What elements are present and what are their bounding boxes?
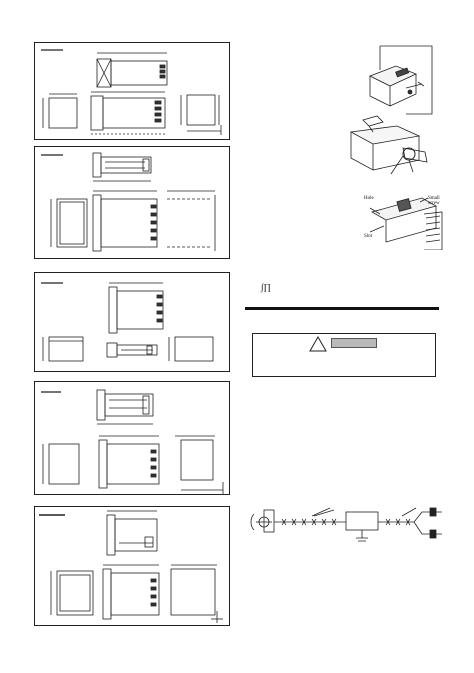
small-screw-label-line-1: Small xyxy=(428,196,440,201)
dimension-panel-4 xyxy=(34,381,230,495)
installation-photo-1 xyxy=(369,45,433,115)
section-icon-text: ∫∏ xyxy=(261,282,271,292)
warning-triangle-icon xyxy=(309,336,327,352)
section-divider xyxy=(245,307,439,310)
dimension-drawing-1 xyxy=(41,49,222,135)
installation-photo-2 xyxy=(349,115,428,175)
warning-box xyxy=(252,333,436,377)
dimension-panel-2 xyxy=(34,146,230,259)
dimension-panel-5 xyxy=(34,506,230,626)
small-screw-label-line-2: screw xyxy=(428,201,440,206)
screw-mounting-illustration xyxy=(369,197,443,251)
dimension-drawing-3 xyxy=(41,282,214,362)
dimension-panel-1 xyxy=(34,42,230,140)
wiring-diagram xyxy=(250,507,442,542)
dimension-drawing-4 xyxy=(41,389,224,494)
dimension-drawing-2 xyxy=(41,152,216,252)
dimension-panel-3 xyxy=(34,272,230,372)
slot-label: Slot xyxy=(364,234,373,239)
installation-photo-3: Small screw Hole Slot xyxy=(364,190,444,251)
warning-signal-word-bar xyxy=(331,338,377,348)
hole-label: Hole xyxy=(364,196,374,201)
dimension-drawing-5 xyxy=(39,510,223,623)
